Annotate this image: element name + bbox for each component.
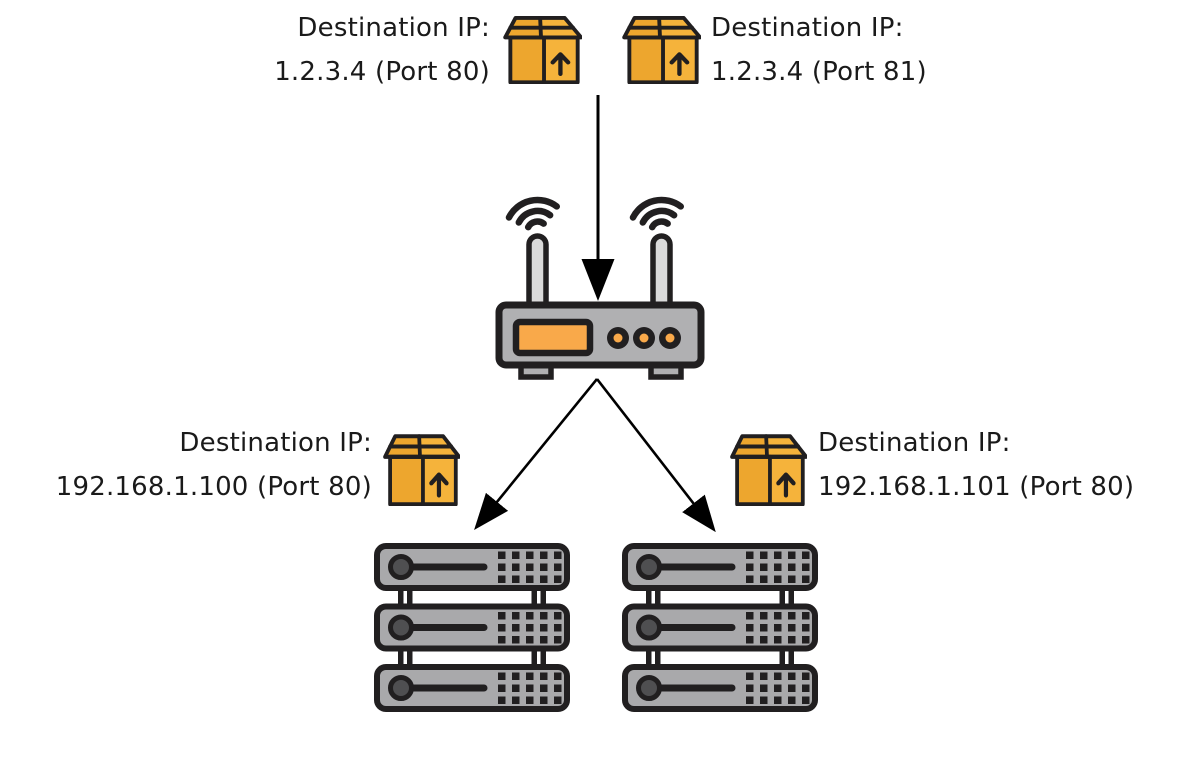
wireless-router-icon <box>495 190 705 380</box>
packet-icon <box>727 430 807 506</box>
label-line-2: 192.168.1.101 (Port 80) <box>818 472 1135 502</box>
label-line-2: 1.2.3.4 (Port 80) <box>274 57 490 87</box>
label-line-1: Destination IP: <box>711 13 904 43</box>
packet-icon <box>619 12 701 84</box>
label-incoming-port80: Destination IP: 1.2.3.4 (Port 80) <box>274 6 490 94</box>
router-buttons <box>607 327 681 349</box>
arrow-router-to-server-left <box>474 378 599 531</box>
server-rack-icon-left <box>374 543 570 712</box>
label-line-1: Destination IP: <box>818 428 1011 458</box>
label-incoming-port81: Destination IP: 1.2.3.4 (Port 81) <box>711 6 927 94</box>
packet-icon <box>500 12 582 84</box>
server-rack-icon-right <box>622 543 818 712</box>
label-line-1: Destination IP: <box>297 13 490 43</box>
label-forwarded-100: Destination IP: 192.168.1.100 (Port 80) <box>56 421 372 509</box>
packet-icon <box>380 430 460 506</box>
arrow-router-to-server-right <box>595 378 716 533</box>
label-line-1: Destination IP: <box>179 428 372 458</box>
wifi-signal-icon <box>630 195 683 231</box>
label-line-2: 1.2.3.4 (Port 81) <box>711 57 927 87</box>
router-display <box>512 318 594 357</box>
label-line-2: 192.168.1.100 (Port 80) <box>55 472 372 502</box>
label-forwarded-101: Destination IP: 192.168.1.101 (Port 80) <box>818 421 1134 509</box>
wifi-signal-icon <box>506 195 559 231</box>
